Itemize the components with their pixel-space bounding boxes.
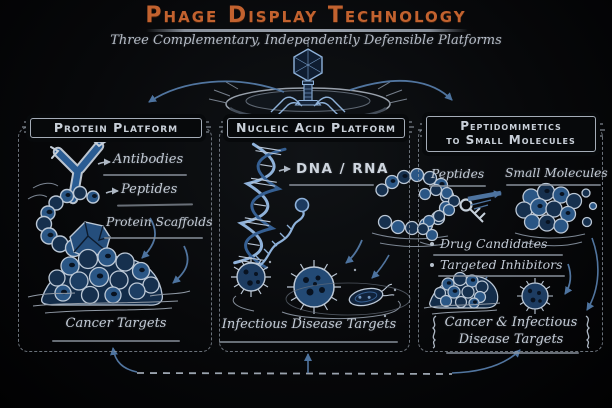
label-cancer-infectious-line1: Cancer & Infectious (444, 315, 578, 330)
pointer-arrow-peptides (105, 187, 119, 195)
label-peptides: Peptides (121, 182, 178, 197)
underline-infectious-disease-targets (219, 341, 398, 343)
label-infectious-disease-targets: Infectious Disease Targets (221, 317, 397, 332)
arrow-to-peptidomimetics (349, 79, 453, 101)
arrow-peptides-to-tumor (141, 217, 156, 259)
pointer-arrow-dna (278, 165, 291, 173)
label-cancer-infectious-line2: Disease Targets (458, 332, 564, 347)
dna-helix-icon (233, 142, 287, 270)
label-antibodies: Antibodies (113, 152, 184, 167)
bullet-dot (430, 262, 434, 267)
bottom-connector (110, 347, 521, 375)
dish-sparkle-lines (208, 81, 408, 104)
antibody-icon (50, 139, 107, 205)
bacterium-icon (348, 283, 395, 307)
virus-icon-small (231, 257, 271, 297)
nucleic-acid-platform-title: Nucleic Acid Platform (236, 120, 396, 135)
bullet-drug-candidates-label: Drug Candidates (440, 236, 548, 251)
peptidomimetics-title-line1: Peptidomimetics (460, 119, 562, 133)
right-tumor-icon (423, 271, 501, 315)
label-small-molecules: Small Molecules (505, 166, 608, 180)
underline-antibodies (103, 174, 187, 176)
banner-edges (431, 315, 591, 349)
arrow-to-protein-platform (148, 80, 285, 103)
virus-field-swooshes (232, 282, 411, 320)
tumor-icon (27, 247, 191, 314)
peptide-key-icon (416, 183, 486, 246)
underline-small-molecules (506, 184, 601, 186)
bullet-targeted-inhibitors-label: Targeted Inhibitors (440, 257, 563, 272)
arrow-up-cancer-infectious-targets (451, 349, 521, 374)
pointer-arrow-antibodies (97, 158, 111, 166)
underline-dna-rna (289, 184, 374, 186)
underline-drug-candidates (433, 254, 563, 256)
peptidomimetics-header: Peptidomimetics to Small Molecules (426, 116, 596, 152)
nucleic-acid-platform-header: Nucleic Acid Platform (227, 118, 405, 138)
label-peptides-right: Peptides (431, 167, 485, 181)
bullet-targeted-inhibitors: Targeted Inhibitors (430, 257, 563, 272)
protein-platform-title: Protein Platform (53, 120, 179, 135)
bullet-drug-candidates: Drug Candidates (430, 236, 547, 251)
protein-scaffold-icon (69, 221, 111, 259)
rna-strand-icon (255, 197, 310, 269)
small-molecules-cluster-icon (514, 182, 598, 247)
arrow-peptides-to-small-molecules (467, 190, 502, 210)
virus-icon-large (287, 260, 341, 314)
subtitle: Three Complementary, Independently Defen… (110, 33, 502, 48)
arrow-to-right-virus (564, 263, 573, 295)
arrow-scaffolds-to-tumor (172, 245, 189, 284)
label-protein-scaffolds: Protein Scaffolds (106, 215, 213, 229)
dashed-connector-line (136, 372, 453, 375)
arrow-rna-to-viruses (345, 239, 363, 264)
arrow-small-molecules-down (586, 237, 599, 311)
phage-legs (270, 96, 346, 117)
page-title: Phage Display Technology (145, 3, 467, 28)
label-cancer-targets: Cancer Targets (65, 316, 167, 331)
underline-targeted-inhibitors (438, 275, 565, 277)
right-virus-icon (517, 278, 553, 314)
underline-protein-scaffolds (104, 237, 203, 239)
bullet-dot (430, 241, 434, 246)
underline-cancer-targets (52, 340, 180, 342)
underline-peptides-right (429, 185, 486, 187)
scatter-dots (268, 260, 397, 320)
protein-platform-header: Protein Platform (30, 118, 202, 138)
title-underline (146, 29, 468, 32)
arrow-chain-to-viruses (371, 254, 390, 279)
peptidomimetics-title-line2: to Small Molecules (446, 133, 576, 148)
label-dna-rna: DNA / RNA (296, 161, 389, 177)
bacteriophage-icon (270, 48, 346, 117)
underline-cancer-infectious-targets (446, 352, 579, 354)
